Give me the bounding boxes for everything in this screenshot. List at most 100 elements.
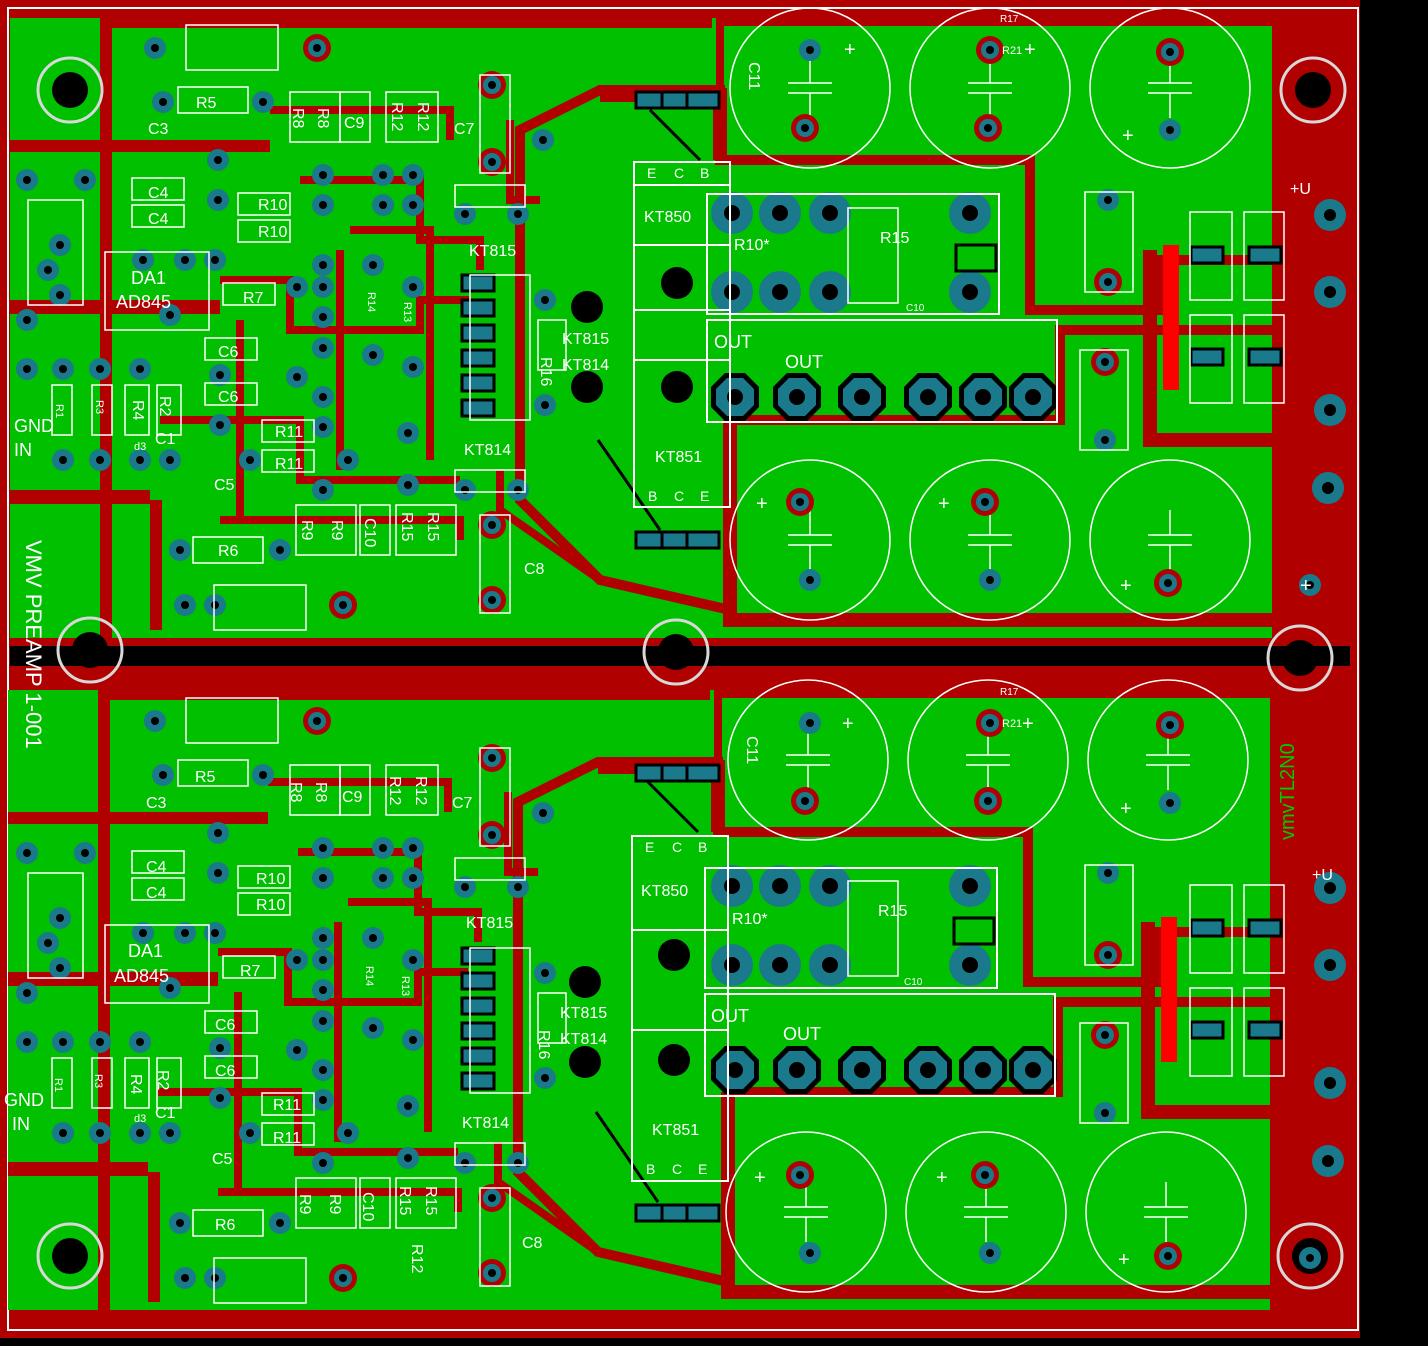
label-da1: DA1 [131,268,166,288]
ch1-pad-m-3 [1312,472,1344,504]
label-r21: R21 [1002,45,1022,57]
label-c7: C7 [454,121,475,138]
ch2-smd-b-5 [685,1203,721,1223]
ch1-smd-2 [460,323,496,343]
ch2-pad-s-24 [286,949,308,971]
ch1-silk-0 [104,251,210,331]
ch1-silk-18 [156,384,182,436]
label-r15b: R15 [424,512,441,541]
label-kt814b-2: KT814 [462,1115,509,1132]
ch1-silk-7 [204,382,258,406]
label-plus-6: + [1120,575,1132,597]
label-r5: R5 [196,95,217,112]
ch1-pad-l-2 [809,192,851,234]
label-plus-u-2: +U [1312,867,1333,884]
ch2-pad-red-13 [974,787,1002,815]
ch2-silk-23 [454,1142,526,1166]
ch1-silk-6 [204,337,258,361]
label-r3: R3 [93,400,105,414]
ch1-pad-red-8 [976,36,1004,64]
ch2-silk-7 [204,1055,258,1079]
label-plus-4: + [756,493,768,515]
ch1-silk-13 [339,91,371,143]
ch1-pad-s-0 [144,37,166,59]
label-plus-u: +U [1290,181,1311,198]
ch2-silk-8 [261,1092,315,1116]
ch2-pad-s-8 [16,1031,38,1053]
label-r9b: R9 [328,520,345,541]
ch1-silk-15 [295,504,357,556]
ch1-pad-s-33 [402,356,424,378]
ch1-pad-s-5 [16,169,38,191]
ch1-silk-34 [1243,211,1285,301]
label-r10b-2: R10 [256,897,285,914]
ch1-pad-s-30 [312,416,334,438]
ch2-silk-4 [237,892,291,916]
ch2-pad-red-11 [1154,1242,1182,1270]
label-r21-2: R21 [1002,718,1022,730]
ch2-silk-22 [454,857,526,881]
label-kt814a: KT814 [562,357,609,374]
ch1-smd-1 [460,298,496,318]
ch1-pad-oct-2 [838,373,886,421]
ch1-silk-9 [261,449,315,473]
ch2-pad-oct-3 [904,1046,952,1094]
ch2-pad-s-30 [312,1089,334,1111]
label-bce-c: C [674,488,684,504]
ch1-pad-s-2 [252,91,274,113]
ch1-silk-5 [222,282,276,306]
ch2-pad-l-0 [711,865,753,907]
label-r1: R1 [53,404,65,418]
ch1-pad-red-12 [791,114,819,142]
ch2-silk-2 [131,877,185,901]
ch2-pad-s-10 [89,1031,111,1053]
ch1-pad-s-37 [337,449,359,471]
ch1-silk-16 [359,504,391,556]
ch1-smd-5 [460,398,496,418]
ch1-smd-b-7 [1247,245,1283,265]
ch2-pad-l-3 [949,865,991,907]
ch1-pad-red-9 [786,488,814,516]
label-r10a-2: R10 [256,871,285,888]
ch2-pad-s-13 [159,1122,181,1144]
label-c10s: C10 [906,303,925,314]
label-c9-2: C9 [342,789,363,806]
ch2-silk-19 [124,1057,150,1109]
ch1-pad-s-63 [979,569,1001,591]
ch1-pad-s-25 [312,276,334,298]
ch2-pad-s-39 [269,1212,291,1234]
ch1-pad-s-57 [37,259,59,281]
ch2-smd-5 [460,1071,496,1091]
ch1-pad-s-43 [534,394,556,416]
ch1-pad-m-1 [1314,276,1346,308]
ch2-pad-red-12 [791,787,819,815]
label-r1-2: R1 [52,1078,64,1092]
ch1-pad-s-44 [532,129,554,151]
ch2-smd-4 [460,1046,496,1066]
ch1-pad-s-62 [799,569,821,591]
label-ce-c: B [700,165,709,181]
ch2-silk-17 [395,1177,457,1229]
ch1-pad-s-11 [129,358,151,380]
ch2-pad-s-22 [312,927,334,949]
ch2-pad-s-1 [152,764,174,786]
ch2-pad-s-42 [534,962,556,984]
label-kt815b: KT815 [562,331,609,348]
ch2-pad-s-20 [402,837,424,859]
ch2-pad-s-33 [402,1029,424,1051]
ch2-pad-s-44 [532,802,554,824]
label-r15a: R15 [398,512,415,541]
ch1-silk-19 [124,384,150,436]
ch2-pad-s-51 [209,1087,231,1109]
ch2-smd-b-9 [1247,1020,1283,1040]
label-plus-7: + [1300,575,1312,597]
label-in-2: IN [12,1114,30,1134]
ch1-pad-s-10 [89,358,111,380]
label-r12a: R12 [388,102,405,131]
ch1-pad-s-31 [362,344,384,366]
ch1-pad-s-52 [239,449,261,471]
ch2-pad-s-60 [1094,1102,1116,1124]
ch1-silk-30 [27,199,84,306]
label-r8b: R8 [314,108,331,129]
ch1-pad-s-61 [799,39,821,61]
